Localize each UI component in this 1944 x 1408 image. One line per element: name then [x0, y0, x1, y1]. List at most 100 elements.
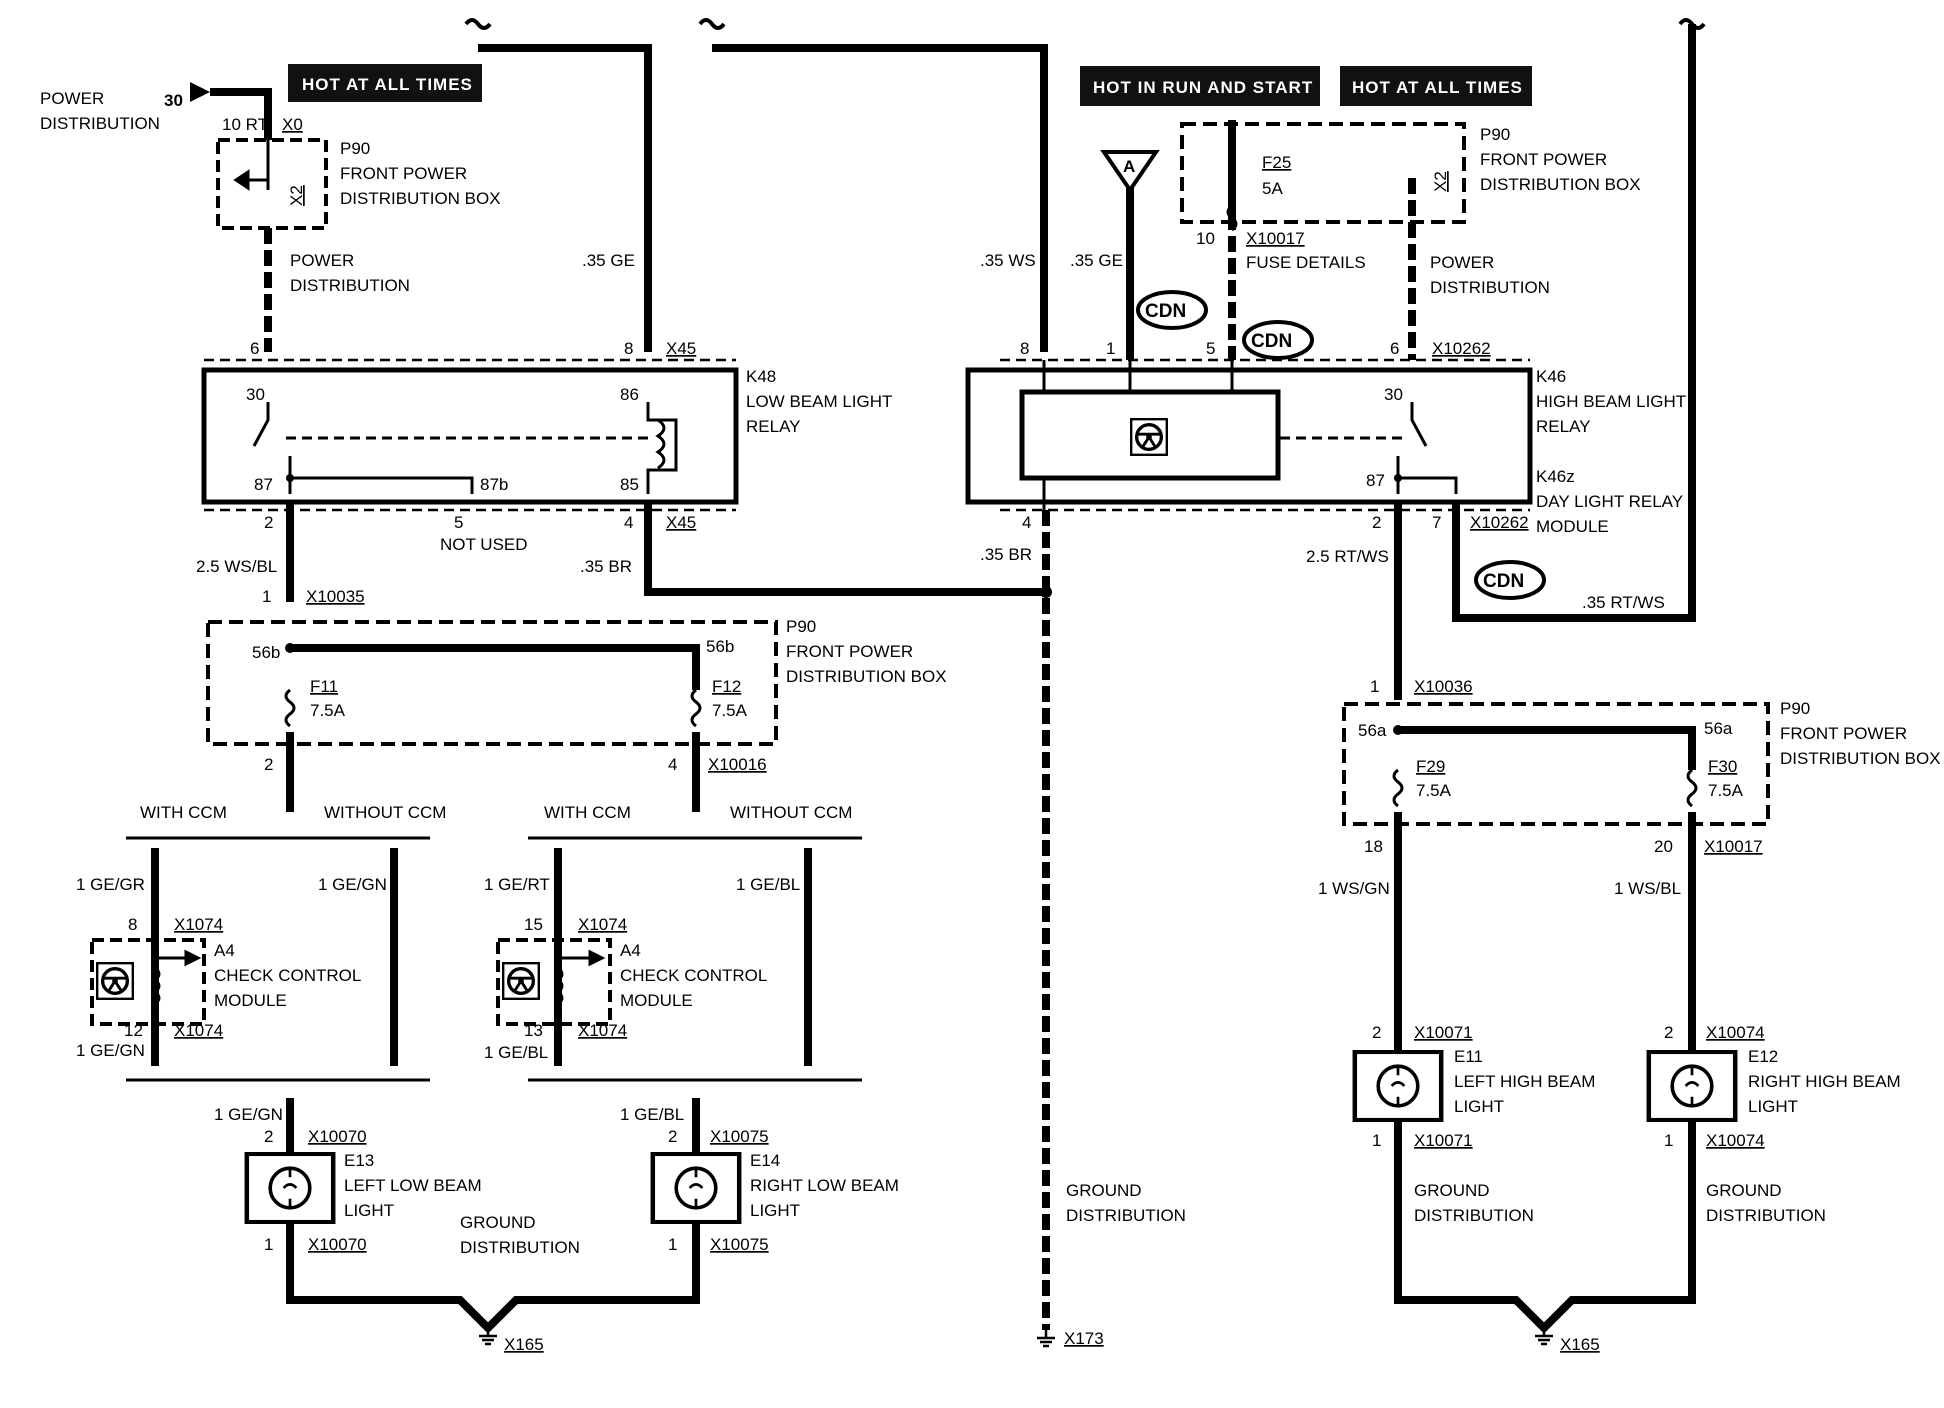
a4-left-x-top: X1074 — [174, 915, 223, 934]
k48-line2: RELAY — [746, 417, 801, 436]
a4-right-pin-top: 15 — [524, 915, 543, 934]
k48-not-used: NOT USED — [440, 535, 528, 554]
wire-label-ge-gn-with: 1 GE/GN — [76, 1041, 145, 1060]
power-dist-left-pin: 30 — [164, 91, 183, 110]
x10036-id: X10036 — [1414, 677, 1473, 696]
p90-fuses-left-line2: DISTRIBUTION BOX — [786, 667, 947, 686]
a4-left-icon — [96, 962, 134, 1000]
k48-id: K48 — [746, 367, 776, 386]
a4-right-internals — [555, 949, 606, 1006]
p90-top-left-line2: DISTRIBUTION BOX — [340, 189, 501, 208]
wire-label-ge-rt: 1 GE/RT — [484, 875, 550, 894]
cdn-oval-1 — [1136, 290, 1208, 330]
a4-right-id: A4 — [620, 941, 641, 960]
power-distribution-right-line1: POWER — [1430, 253, 1494, 272]
e12-x-bot: X10074 — [1706, 1131, 1765, 1150]
e11-id: E11 — [1454, 1047, 1483, 1066]
p90-fuses-right-line1: FRONT POWER — [1780, 724, 1907, 743]
e12-line2: LIGHT — [1748, 1097, 1798, 1116]
k48-pin-30: 30 — [246, 385, 265, 404]
p90-right-conn-18: 18 — [1364, 837, 1383, 856]
ground-icon-x165-left — [477, 1328, 499, 1346]
p90-left-conn-2: 2 — [264, 755, 273, 774]
e13-x-bot: X10070 — [308, 1235, 367, 1254]
e14-line2: LIGHT — [750, 1201, 800, 1220]
ground-left-line2: DISTRIBUTION — [460, 1238, 580, 1257]
antenna-icon — [1100, 150, 1160, 194]
a4-right-line2: MODULE — [620, 991, 693, 1010]
wire-k48-pin85-ground — [644, 502, 1046, 596]
wire-35ge-left — [478, 44, 652, 352]
p90-fuses-left-line1: FRONT POWER — [786, 642, 913, 661]
wire-35ws — [712, 44, 1048, 352]
fuse-f29-amp: 7.5A — [1416, 781, 1452, 800]
e13-id: E13 — [344, 1151, 374, 1170]
k46-conn-1: 1 — [1106, 339, 1115, 358]
cdn-oval-3 — [1474, 560, 1546, 600]
ground-mid-line1: GROUND — [1066, 1181, 1142, 1200]
k46-contacts — [1042, 360, 1458, 510]
banner-hot-at-all-times-right: HOT AT ALL TIMES — [1352, 78, 1523, 97]
p90-right-conn-20: 20 — [1654, 837, 1673, 856]
ground-e11-line1: GROUND — [1414, 1181, 1490, 1200]
wire-label-ge-gr: 1 GE/GR — [76, 875, 145, 894]
ground-mid-x173: X173 — [1064, 1329, 1104, 1348]
splice-dots — [285, 474, 1403, 735]
p90-fuses-right-line2: DISTRIBUTION BOX — [1780, 749, 1941, 768]
a4-right-icon — [502, 962, 540, 1000]
e11-x-bot: X10071 — [1414, 1131, 1473, 1150]
ground-left-x165: X165 — [504, 1335, 544, 1354]
ground-mid-line2: DISTRIBUTION — [1066, 1206, 1186, 1225]
wire-label-ws-gn: 1 WS/GN — [1318, 879, 1390, 898]
p90-fuses-left-box — [206, 620, 778, 746]
e12-x-top: X10074 — [1706, 1023, 1765, 1042]
k46-pin-30: 30 — [1384, 385, 1403, 404]
fuse-f12-label: F12 — [712, 677, 741, 696]
wire-label-35ge-mid: .35 GE — [1070, 251, 1123, 270]
fuse-f11-label: F11 — [310, 677, 338, 696]
p90-top-right-x10017: X10017 — [1246, 229, 1305, 248]
wire-35rtws — [1452, 24, 1696, 622]
p90-top-right-x2: X2 — [1431, 171, 1450, 192]
a4-left-line2: MODULE — [214, 991, 287, 1010]
wire-56b-bus — [290, 644, 700, 690]
p90-right-bus-56a-left: 56a — [1358, 721, 1387, 740]
k46z-id: K46z — [1536, 467, 1575, 486]
k46-id: K46 — [1536, 367, 1566, 386]
k46-conn-4: 4 — [1022, 513, 1031, 532]
p90-top-left-id: P90 — [340, 139, 370, 158]
wire-label-35br-left: .35 BR — [580, 557, 632, 576]
a4-left-pin-bot: 12 — [124, 1021, 143, 1040]
k46-conn-8: 8 — [1020, 339, 1029, 358]
banner-hot-in-run-and-start: HOT IN RUN AND START — [1093, 78, 1313, 97]
fuse-f25-label: F25 — [1262, 153, 1291, 172]
k48-x45-top: X45 — [666, 339, 696, 358]
e14-x-top: X10075 — [710, 1127, 769, 1146]
wire-label-35ws: .35 WS — [980, 251, 1036, 270]
a4-right-box — [496, 938, 612, 1026]
e13-lamp-icon — [247, 1154, 333, 1222]
k48-pin-85: 85 — [620, 475, 639, 494]
p90-top-left-line1: FRONT POWER — [340, 164, 467, 183]
cdn-label-3: CDN — [1483, 571, 1524, 592]
e11-lamp-icon — [1355, 1052, 1441, 1120]
p90-right-x10017: X10017 — [1704, 837, 1763, 856]
power-dist-left-title-2: DISTRIBUTION — [40, 114, 160, 133]
power-distribution-left-line1: POWER — [290, 251, 354, 270]
a4-left-box — [90, 938, 206, 1026]
ground-right-x165: X165 — [1560, 1335, 1600, 1354]
cdn-label-2: CDN — [1251, 331, 1292, 352]
a4-right-x-bot: X1074 — [578, 1021, 627, 1040]
p90-top-right-line1: FRONT POWER — [1480, 150, 1607, 169]
k48-conn-2: 2 — [264, 513, 273, 532]
k46-x10262-top: X10262 — [1432, 339, 1491, 358]
e12-pin-top: 2 — [1664, 1023, 1673, 1042]
k46z-module-icon — [1130, 418, 1168, 456]
k48-relay-box — [201, 367, 739, 505]
e13-line2: LIGHT — [344, 1201, 394, 1220]
cdn-oval-2 — [1242, 320, 1314, 360]
power-feed-arrow-icon — [190, 82, 210, 102]
banners — [288, 64, 1532, 106]
k46-line2: RELAY — [1536, 417, 1591, 436]
